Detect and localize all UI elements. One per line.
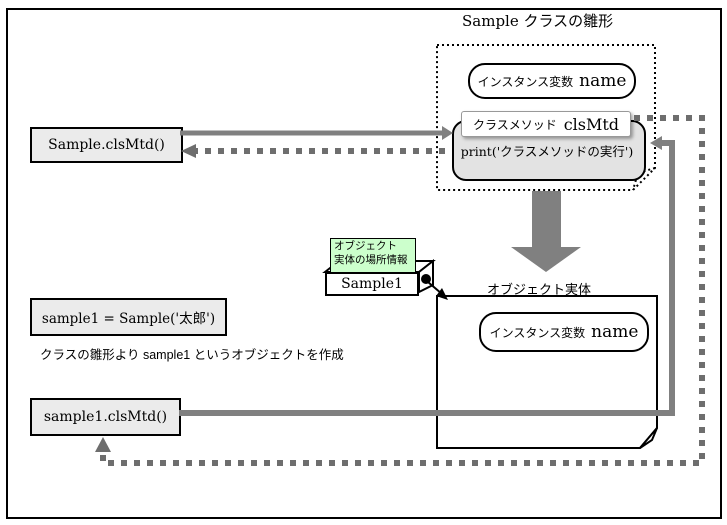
page-border <box>6 8 722 519</box>
instance-var-name: name <box>579 71 627 91</box>
instance-var-label: インスタンス変数 <box>477 74 574 89</box>
object-entity-label: オブジェクト実体 <box>487 282 592 297</box>
class-call-box: Sample.clsMtd() <box>30 127 183 163</box>
class-instance-var-pill: インスタンス変数 name <box>468 63 636 99</box>
entity-instance-var-label: インスタンス変数 <box>489 325 586 340</box>
caption-text: クラスの雛形より sample1 というオブジェクトを作成 <box>40 348 344 362</box>
entity-instance-var-pill: インスタンス変数 name <box>479 312 649 352</box>
class-method-body: print('クラスメソッドの実行') <box>460 144 634 159</box>
class-method-label: クラスメソッド <box>472 117 557 132</box>
reference-note: オブジェクト 実体の場所情報 <box>330 238 416 273</box>
sample1-variable-box: Sample1 <box>325 272 419 296</box>
constructor-call-box: sample1 = Sample('太郎') <box>30 298 227 336</box>
instance-call-box: sample1.clsMtd() <box>30 398 181 436</box>
entity-instance-var-name: name <box>591 322 639 342</box>
diagram-title: Sample クラスの雛形 <box>462 12 614 30</box>
class-method-label-box: クラスメソッド clsMtd <box>461 111 631 137</box>
note-line1: オブジェクト <box>334 240 397 252</box>
class-method-name: clsMtd <box>563 114 620 134</box>
note-line2: 実体の場所情報 <box>334 253 408 266</box>
